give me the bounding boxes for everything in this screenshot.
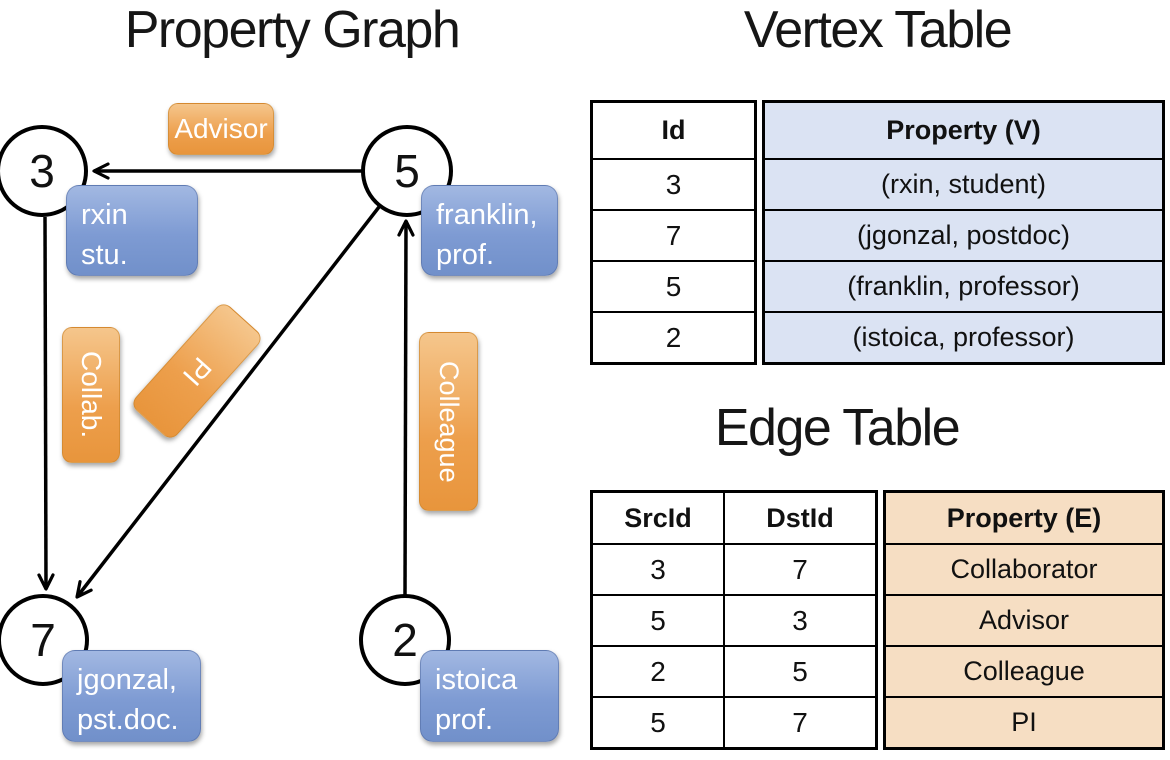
vertex-table-id-cell: 3 [593, 158, 754, 209]
cell-value: 7 [665, 219, 682, 251]
dstid-cell: 3 [723, 596, 875, 645]
edge-table-header-srcid: SrcId [624, 502, 692, 533]
edge-colleague-line [397, 219, 415, 596]
srcid-cell: 5 [650, 604, 666, 636]
header-label: Id [661, 115, 686, 145]
cell-value: Collaborator [950, 554, 1098, 584]
edge-label-collab: Collab. [62, 327, 120, 463]
dstid-cell: 7 [723, 545, 875, 594]
vertex-label-line: prof. [436, 239, 495, 272]
cell-value: 2 [665, 321, 682, 353]
edge-table-property-column: Property (E) Collaborator Advisor Collea… [883, 490, 1165, 750]
vertex-label-line: pst.doc. [77, 704, 179, 737]
srcid-cell: 5 [650, 706, 666, 738]
node-id: 3 [29, 145, 55, 197]
vertex-property-label-franklin: franklin, prof. [421, 185, 558, 276]
cell-value: PI [1011, 707, 1037, 737]
header-label: Property (V) [886, 115, 1041, 145]
property-graph-title: Property Graph [124, 1, 461, 59]
graph-edges-layer [37, 162, 415, 599]
edge-label-colleague: Colleague [419, 332, 478, 511]
vertex-table-property-cell: (rxin, student) [765, 158, 1162, 209]
edge-table-header-dstid: DstId [723, 493, 875, 543]
cell-value: (istoica, professor) [852, 322, 1075, 352]
vertex-property-label-jgonzal: jgonzal, pst.doc. [62, 650, 201, 742]
node-id: 7 [30, 614, 56, 666]
edge-table-header-property: Property (E) [886, 493, 1162, 543]
vertex-table-property-cell: (istoica, professor) [765, 311, 1162, 362]
edge-table-property-cell: PI [886, 696, 1162, 747]
edge-table-property-cell: Colleague [886, 645, 1162, 696]
vertex-table-property-column: Property (V) (rxin, student) (jgonzal, p… [762, 100, 1165, 365]
edge-table-row: 5 3 [593, 594, 875, 645]
edge-table-property-cell: Collaborator [886, 543, 1162, 594]
edge-pi-line [75, 205, 381, 599]
cell-value: Colleague [963, 656, 1085, 686]
cell-value: Advisor [978, 605, 1070, 635]
cell-value: (rxin, student) [880, 169, 1047, 199]
vertex-table-header-id: Id [593, 103, 754, 158]
cell-value: 5 [665, 270, 682, 302]
dstid-cell: 7 [723, 698, 875, 747]
edge-table-title: Edge Table [714, 399, 961, 457]
dstid-cell: 5 [723, 647, 875, 696]
vertex-label-line: prof. [435, 704, 494, 737]
vertex-table-header-property: Property (V) [765, 103, 1162, 158]
vertex-table-id-cell: 7 [593, 209, 754, 260]
vertex-label-line: stu. [81, 239, 128, 272]
vertex-label-line: franklin, [436, 199, 538, 231]
edge-table-property-cell: Advisor [886, 594, 1162, 645]
vertex-table-property-cell: (jgonzal, postdoc) [765, 209, 1162, 260]
vertex-property-label-rxin: rxin stu. [66, 185, 198, 276]
vertex-table-title: Vertex Table [743, 1, 1013, 59]
header-label: Property (E) [946, 502, 1102, 533]
srcid-cell: 3 [650, 553, 666, 585]
vertex-table-id-column: Id 3 7 5 2 [590, 100, 757, 365]
vertex-table-property-cell: (franklin, professor) [765, 260, 1162, 311]
vertex-table-id-cell: 2 [593, 311, 754, 362]
srcid-cell: 2 [650, 655, 666, 687]
vertex-property-label-istoica: istoica prof. [420, 650, 559, 742]
cell-value: (jgonzal, postdoc) [856, 220, 1071, 250]
vertex-table-id-cell: 5 [593, 260, 754, 311]
edge-table-row: 5 7 [593, 696, 875, 747]
edge-table-row: 2 5 [593, 645, 875, 696]
vertex-label-line: jgonzal, [77, 664, 177, 696]
edge-table-id-columns: SrcId DstId 3 7 5 3 2 5 5 7 [590, 490, 878, 750]
cell-value: (franklin, professor) [847, 271, 1080, 301]
edge-label-advisor: Advisor [168, 103, 274, 155]
vertex-label-line: rxin [81, 199, 128, 231]
vertex-label-line: istoica [435, 664, 518, 696]
edge-table-header-row: SrcId DstId [593, 493, 875, 543]
node-id: 2 [392, 614, 418, 666]
cell-value: 3 [665, 168, 682, 200]
edge-table-row: 3 7 [593, 543, 875, 594]
node-id: 5 [394, 145, 420, 197]
edge-collab-line [37, 216, 55, 591]
